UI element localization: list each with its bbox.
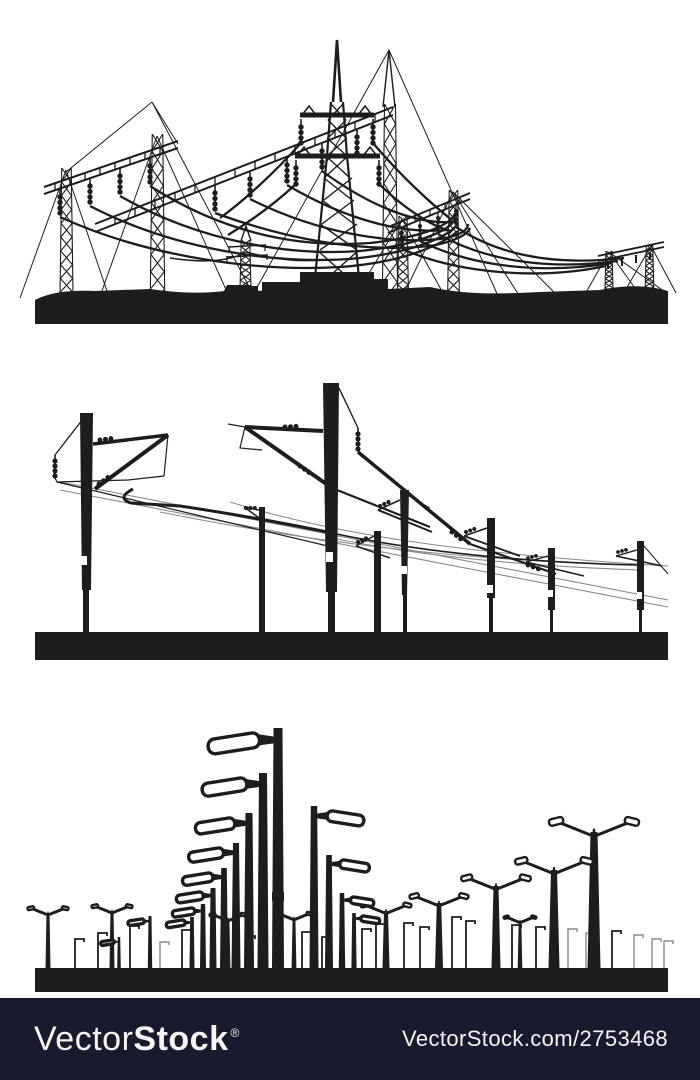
twin-arm-lamps [26, 814, 642, 968]
catenary-pole-5 [525, 548, 585, 632]
catenary-pole-6 [615, 541, 669, 632]
catenary-pole-small [243, 506, 391, 632]
ground-strip [35, 272, 668, 324]
catenary-wires-far [59, 481, 669, 608]
brand-vector: Vector [34, 1019, 134, 1058]
transmission-pylon [292, 39, 383, 289]
portal-frame-right [387, 190, 471, 302]
registered-mark: ® [230, 1026, 240, 1041]
catenary-pole-2 [227, 383, 557, 632]
portal-frame-left [43, 134, 179, 306]
catenary-pole-3 [377, 490, 433, 632]
catenary-pole-4 [463, 518, 521, 632]
transmission-towers-illustration [19, 39, 677, 324]
catenary-poles-illustration [35, 383, 669, 660]
portal-frame-far-right [597, 241, 665, 297]
street-lamps-illustration [26, 728, 674, 992]
utility-poles [74, 916, 674, 968]
cobra-lamps-left [99, 728, 284, 968]
image-attribution: VectorStock.com/2753468 [401, 1026, 668, 1051]
watermark-footer: VectorStock® VectorStock.com/2753468 [0, 998, 700, 1080]
small-lattice-tower [225, 223, 269, 307]
ground-strip [35, 968, 668, 992]
cobra-lamps-right [309, 806, 381, 968]
vectorstock-logo: VectorStock® [34, 1020, 240, 1059]
brand-stock: Stock [133, 1019, 229, 1058]
catenary-pole-1 [51, 413, 333, 632]
ground-strip [35, 632, 668, 660]
